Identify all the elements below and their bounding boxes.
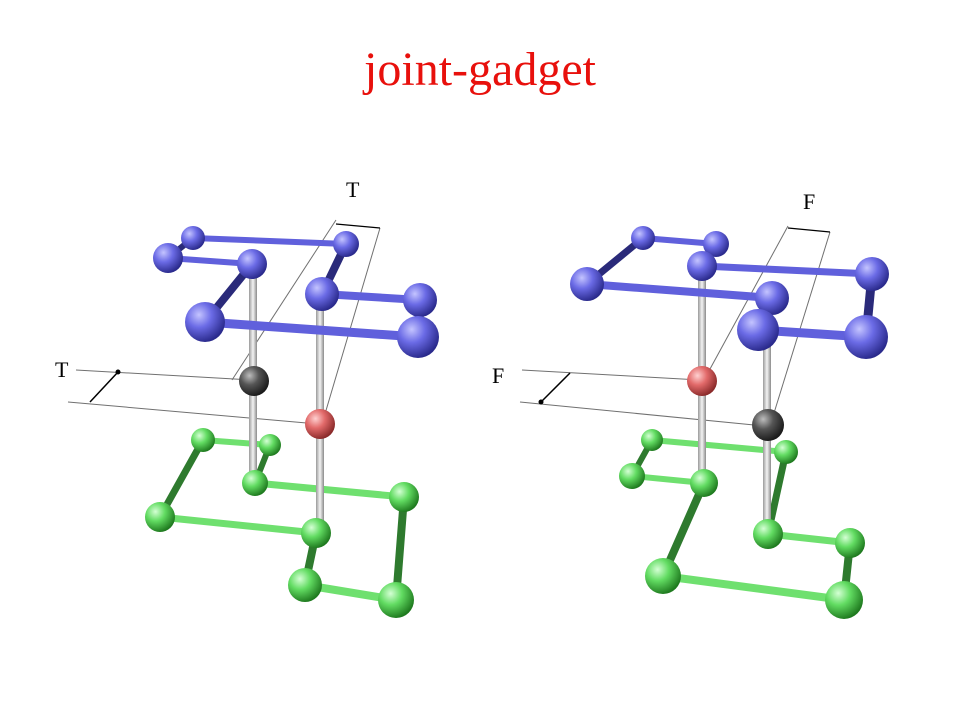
left-dark-joint xyxy=(239,366,269,396)
slide-title: joint-gadget xyxy=(364,43,596,96)
right-guide-lines xyxy=(519,225,831,427)
left-blue-spheres xyxy=(153,226,439,358)
left-guide-lines xyxy=(67,219,381,425)
left-side-tick-dot xyxy=(115,369,121,375)
left-side-label: T xyxy=(55,357,69,382)
left-top-label: T xyxy=(346,177,360,202)
left-green-edges xyxy=(156,436,408,604)
right-blue-spheres xyxy=(570,226,889,359)
right-top-label: F xyxy=(803,189,815,214)
right-green-spheres xyxy=(619,429,865,619)
left-green-spheres xyxy=(145,428,419,618)
right-red-joint xyxy=(687,366,717,396)
left-gadget: T T xyxy=(55,177,439,618)
left-red-joint xyxy=(305,409,335,439)
right-gadget: F F xyxy=(492,189,889,619)
right-blue-edges xyxy=(583,234,877,342)
right-side-label: F xyxy=(492,363,504,388)
right-dark-joint xyxy=(752,409,784,441)
right-side-tick-dot xyxy=(538,399,544,405)
